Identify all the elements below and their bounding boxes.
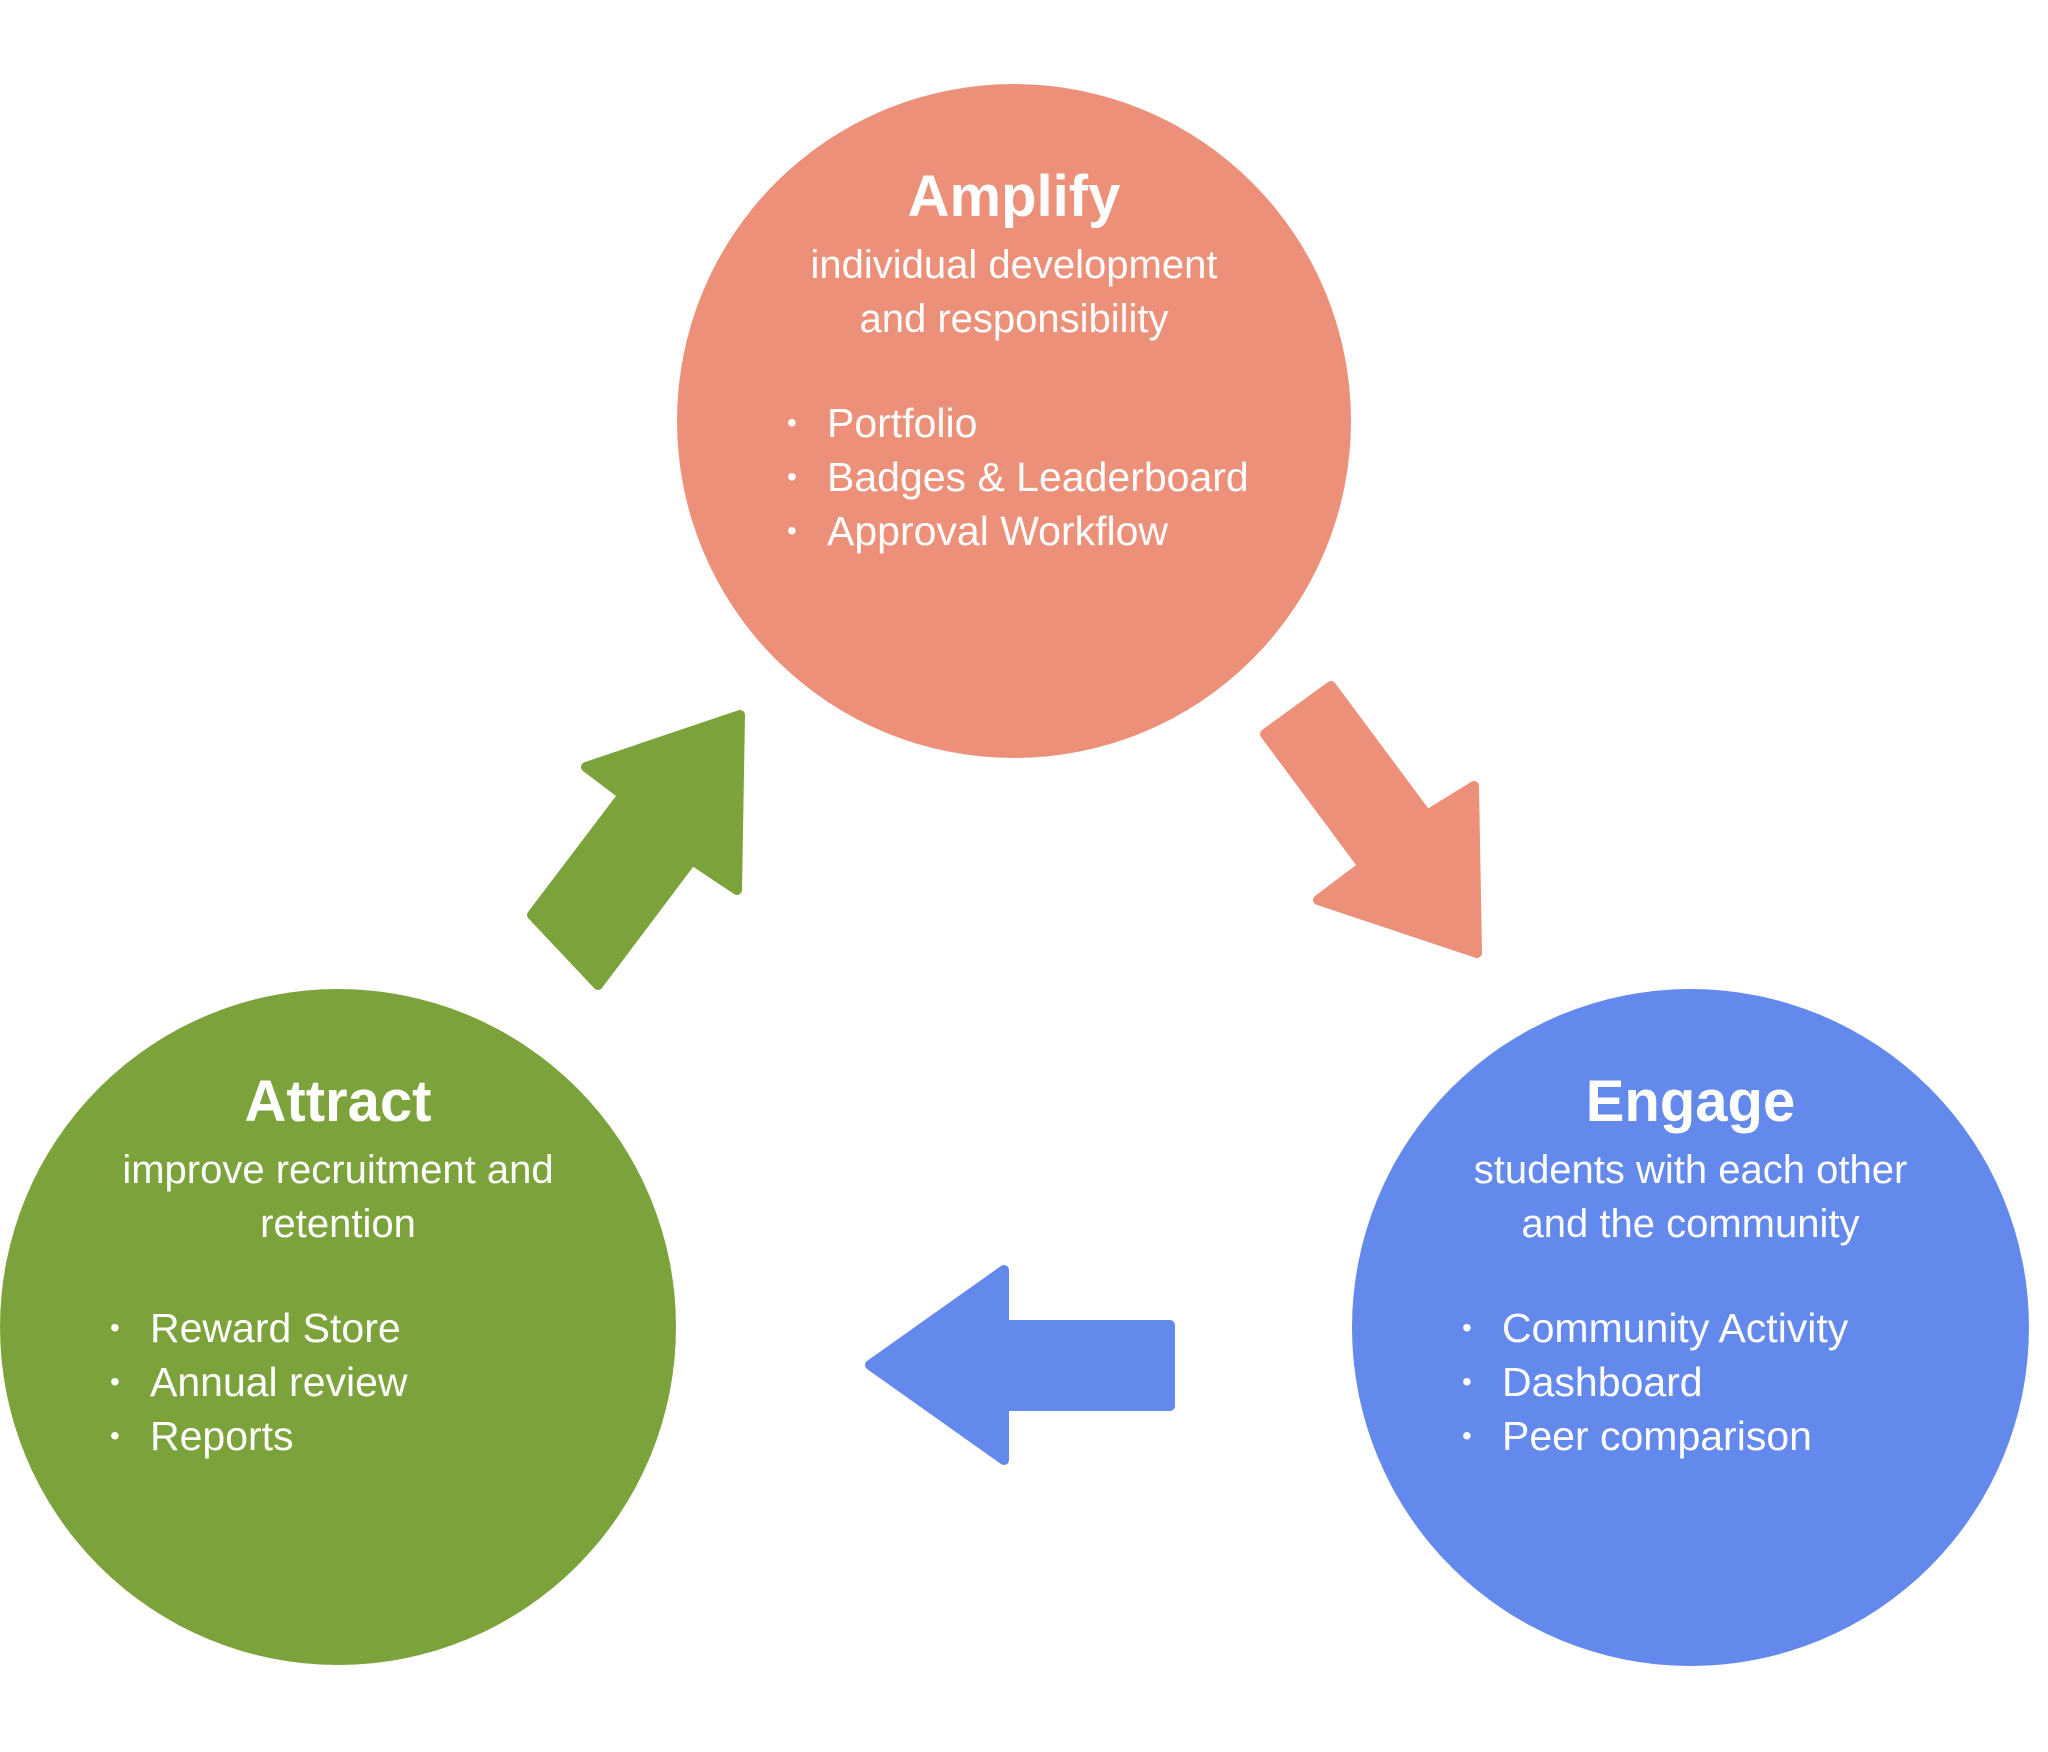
- engage-item-label: Community Activity: [1502, 1305, 1849, 1351]
- amplify-subtitle: individual development and responsibilit…: [810, 243, 1218, 341]
- list-item: • Approval Workflow: [787, 504, 1351, 558]
- amplify-title: Amplify: [907, 164, 1121, 229]
- attract-subtitle: improve recruitment and retention: [122, 1148, 554, 1246]
- amplify-item-label: Badges & Leaderboard: [827, 454, 1249, 500]
- attract-item-label: Reports: [150, 1413, 294, 1459]
- attract-title: Attract: [244, 1069, 432, 1134]
- bullet-icon: •: [1462, 1420, 1472, 1451]
- engage-subtitle: students with each other and the communi…: [1473, 1148, 1908, 1246]
- amplify-item-label: Portfolio: [827, 400, 978, 446]
- list-item: • Community Activity: [1462, 1301, 2029, 1355]
- list-item: • Peer comparison: [1462, 1409, 2029, 1463]
- bullet-icon: •: [787, 515, 797, 546]
- bullet-icon: •: [110, 1420, 120, 1451]
- amplify-item-label: Approval Workflow: [827, 508, 1169, 554]
- amplify-circle: Amplify individual development and respo…: [677, 84, 1351, 758]
- bullet-icon: •: [1462, 1366, 1472, 1397]
- amplify-feature-list: • Portfolio • Badges & Leaderboard • Approv…: [787, 396, 1351, 558]
- attract-circle: Attract improve recruitment and retentio…: [0, 989, 676, 1665]
- engage-title: Engage: [1585, 1069, 1796, 1134]
- attract-item-label: Reward Store: [150, 1305, 401, 1351]
- list-item: • Badges & Leaderboard: [787, 450, 1351, 504]
- attract-item-label: Annual review: [150, 1359, 408, 1405]
- arrow-amplify-to-engage-icon: [1260, 681, 1482, 958]
- engage-item-label: Peer comparison: [1502, 1413, 1812, 1459]
- engage-feature-list: • Community Activity • Dashboard • Peer com…: [1462, 1301, 2029, 1463]
- bullet-icon: •: [787, 461, 797, 492]
- list-item: • Reward Store: [110, 1301, 676, 1355]
- arrow-engage-to-attract-icon: [865, 1265, 1175, 1465]
- engage-circle: Engage students with each other and the …: [1352, 989, 2029, 1666]
- bullet-icon: •: [1462, 1312, 1472, 1343]
- bullet-icon: •: [787, 407, 797, 438]
- list-item: • Reports: [110, 1409, 676, 1463]
- bullet-icon: •: [110, 1366, 120, 1397]
- bullet-icon: •: [110, 1312, 120, 1343]
- engage-item-label: Dashboard: [1502, 1359, 1703, 1405]
- list-item: • Dashboard: [1462, 1355, 2029, 1409]
- list-item: • Portfolio: [787, 396, 1351, 450]
- arrow-attract-to-amplify-icon: [527, 710, 745, 990]
- list-item: • Annual review: [110, 1355, 676, 1409]
- attract-feature-list: • Reward Store • Annual review • Reports: [110, 1301, 676, 1463]
